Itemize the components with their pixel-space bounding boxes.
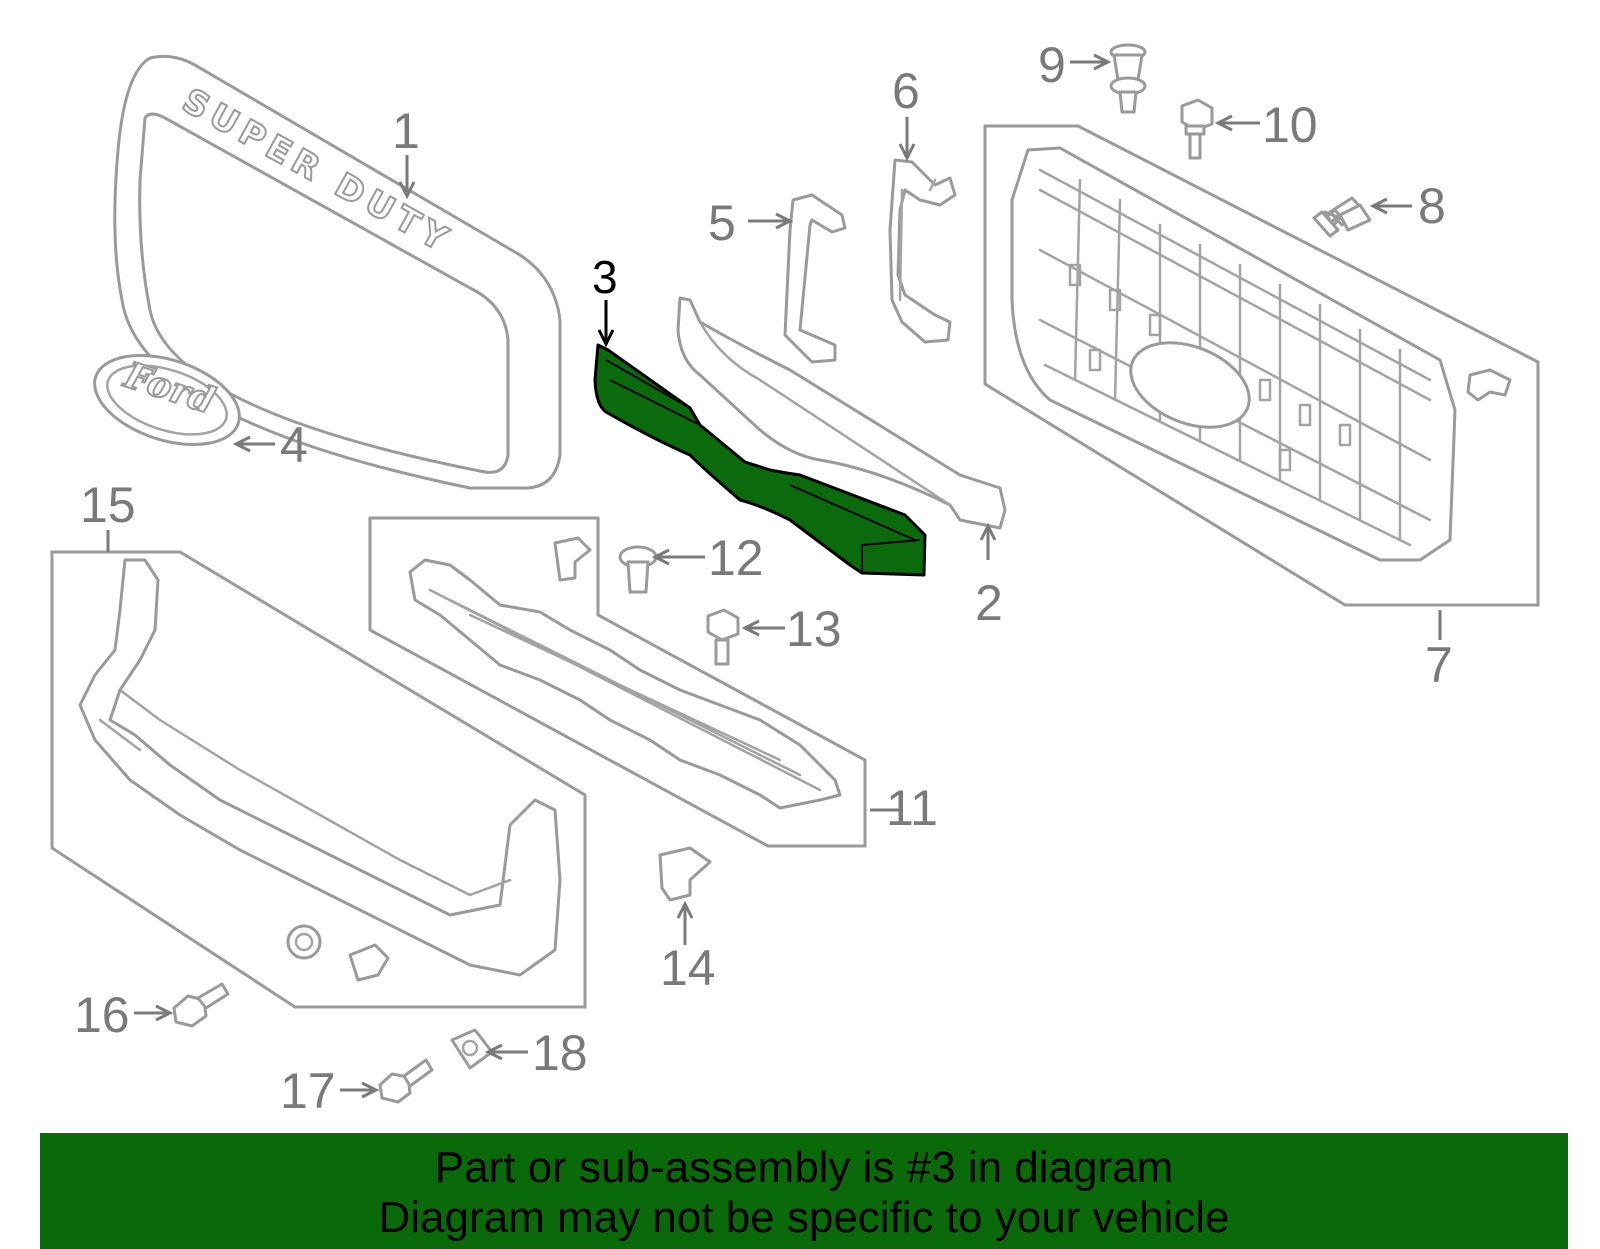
label-6: 6 bbox=[892, 63, 920, 119]
part-10-bolt[interactable] bbox=[1180, 98, 1214, 160]
part-11-clip bbox=[553, 536, 592, 582]
part-18-nut[interactable] bbox=[450, 1028, 494, 1070]
part-8-bolt[interactable] bbox=[1312, 196, 1372, 238]
label-16: 16 bbox=[74, 987, 130, 1043]
info-banner: Part or sub-assembly is #3 in diagram Di… bbox=[40, 1133, 1568, 1249]
label-4: 4 bbox=[280, 417, 308, 473]
label-7: 7 bbox=[1425, 637, 1453, 693]
label-18: 18 bbox=[532, 1025, 588, 1081]
label-2: 2 bbox=[975, 575, 1003, 631]
label-5: 5 bbox=[708, 195, 736, 251]
part-14-clip[interactable] bbox=[658, 846, 712, 902]
label-12: 12 bbox=[708, 530, 764, 586]
label-17: 17 bbox=[280, 1063, 336, 1119]
banner-line-2: Diagram may not be specific to your vehi… bbox=[378, 1193, 1230, 1242]
part-16-bolt[interactable] bbox=[172, 982, 230, 1028]
part-7-grille-assembly[interactable] bbox=[983, 124, 1540, 607]
part-9-push-pin[interactable] bbox=[1109, 43, 1147, 114]
part-13-bolt[interactable] bbox=[706, 608, 740, 666]
part-5-bracket[interactable] bbox=[783, 193, 847, 364]
callout-labels: 1 2 3 4 5 6 7 8 9 10 11 12 13 14 15 16 1… bbox=[74, 37, 1453, 1119]
label-9: 9 bbox=[1038, 37, 1066, 93]
label-10: 10 bbox=[1262, 97, 1318, 153]
leader-lines bbox=[106, 53, 1442, 1099]
banner-line-1: Part or sub-assembly is #3 in diagram bbox=[434, 1143, 1174, 1192]
part-17-bolt[interactable] bbox=[378, 1058, 434, 1104]
label-8: 8 bbox=[1418, 178, 1446, 234]
part-11-reinforcement[interactable] bbox=[368, 516, 867, 848]
label-11: 11 bbox=[886, 780, 938, 836]
part-15-lower-support[interactable] bbox=[50, 550, 587, 1009]
part-3-highlighted-bar[interactable] bbox=[593, 343, 927, 577]
part-2-grille-bar[interactable] bbox=[676, 296, 1007, 530]
label-15: 15 bbox=[80, 477, 136, 533]
part-12-screw[interactable] bbox=[618, 545, 658, 594]
label-14: 14 bbox=[660, 940, 716, 996]
label-13: 13 bbox=[786, 601, 842, 657]
label-3: 3 bbox=[592, 251, 618, 303]
label-1: 1 bbox=[392, 103, 420, 159]
part-6-bracket[interactable] bbox=[888, 158, 957, 344]
